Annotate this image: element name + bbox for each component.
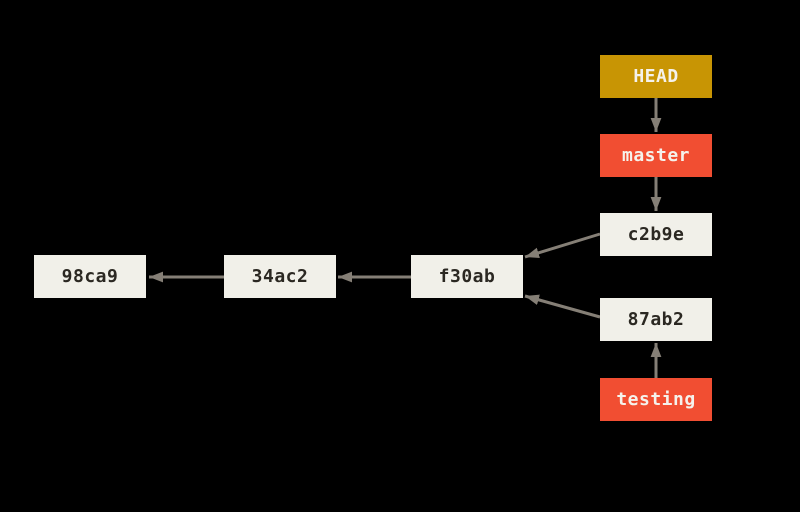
commit-node-34ac2: 34ac2 — [224, 255, 336, 298]
edge-87ab2-to-f30ab — [524, 294, 601, 319]
head-pointer-node: HEAD — [600, 55, 712, 98]
commit-node-87ab2: 87ab2 — [600, 298, 712, 341]
commit-node-98ca9: 98ca9 — [34, 255, 146, 298]
branch-node-master: master — [600, 134, 712, 177]
commit-node-f30ab: f30ab — [411, 255, 523, 298]
branch-node-testing: testing — [600, 378, 712, 421]
commit-node-c2b9e: c2b9e — [600, 213, 712, 256]
edge-c2b9e-to-f30ab — [524, 232, 601, 259]
